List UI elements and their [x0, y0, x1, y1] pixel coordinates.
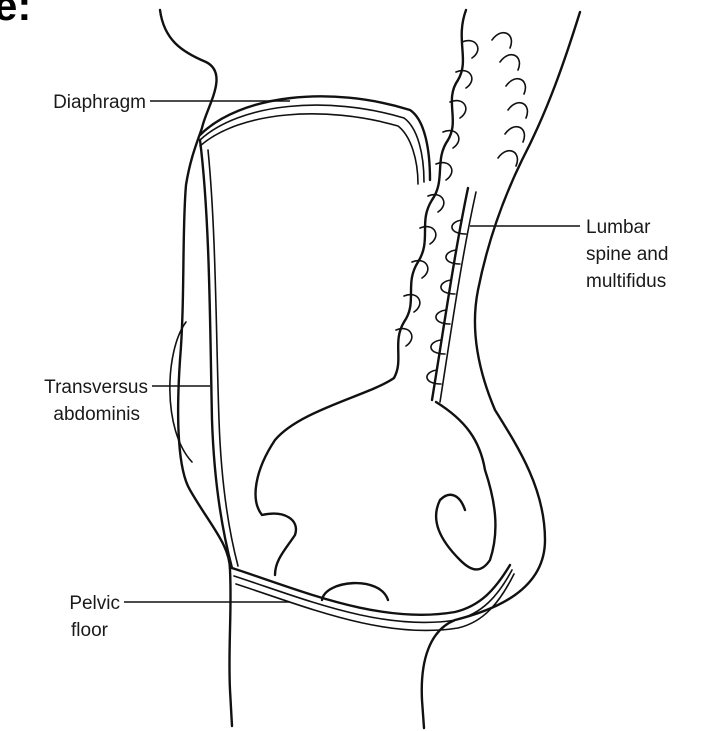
transversus-label-line2: abdominis [53, 404, 140, 425]
multifidus-band-inner [440, 192, 476, 402]
diaphragm-muscle-inner [200, 114, 418, 184]
pelvic-floor-label-line2: floor [71, 620, 109, 641]
spine-outline [256, 10, 466, 575]
transversus-abdominis-inner [208, 150, 238, 566]
transversus-label-line1: Transversus [44, 377, 148, 398]
lumbar-label-line3: multifidus [586, 271, 666, 292]
transversus-abdominis-muscle [200, 140, 232, 568]
diaphragm-label: Diaphragm [53, 92, 146, 113]
diaphragm-muscle-mid [200, 105, 424, 182]
lumbar-label-line2: spine and [586, 244, 668, 265]
pelvic-floor-label-line1: Pelvic [69, 593, 120, 614]
upper-spine-ribs [492, 33, 527, 166]
sacrum-outline [436, 402, 495, 569]
cropped-heading-fragment: e: [0, 0, 31, 29]
diaphragm-muscle [200, 96, 430, 180]
pelvic-floor-muscle-mid [234, 570, 512, 622]
bladder-outline [322, 583, 388, 600]
lumbar-label-line1: Lumbar [586, 217, 651, 238]
